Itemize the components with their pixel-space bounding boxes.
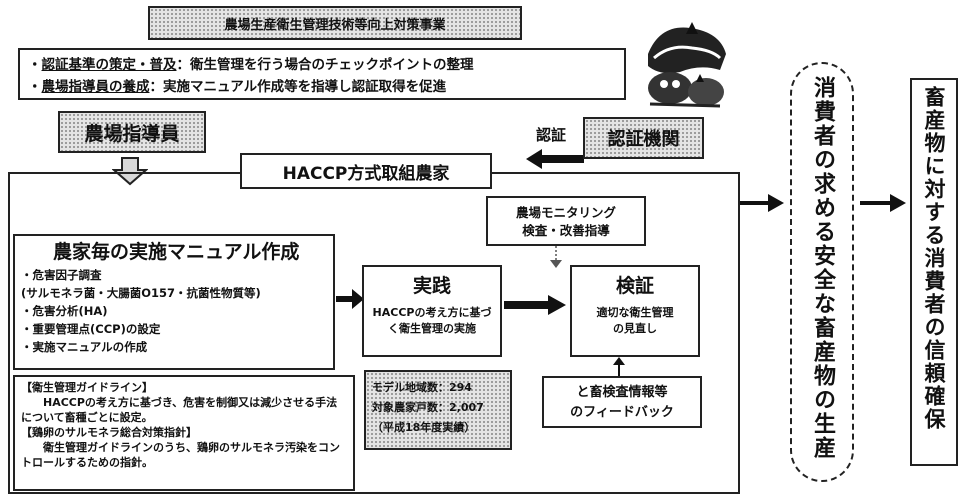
certification-label: 認証 [536,126,567,144]
list-item: ・危害分析(HA) [21,304,108,318]
feedback-line-1: と畜検査情報等 [576,385,668,400]
cattle-pig-chicken-illustration [640,14,732,114]
manual-item-list: ・危害因子調査 (サルモネラ菌・大腸菌O157・抗菌性物質等) ・危害分析(HA… [21,266,327,356]
bullet: ・ [28,57,42,73]
project-title: 農場生産衛生管理技術等向上対策事業 [148,6,522,40]
objective-line-1: ・認証基準の策定・普及：衛生管理を行う場合のチェックポイントの整理 [28,54,616,76]
list-item: ・重要管理点(CCP)の設定 [21,322,161,336]
verification-line-1: 適切な衛生管理 [596,306,674,319]
list-item: (サルモネラ菌・大腸菌O157・抗菌性物質等) [21,286,261,300]
project-title-text: 農場生産衛生管理技術等向上対策事業 [224,17,446,33]
arrow-right-icon [504,295,566,315]
haccp-farm-header: HACCP方式取組農家 [240,153,492,189]
model-area-count: モデル地域数：294 [372,381,472,394]
fiscal-year-note: （平成18年度実績） [372,421,476,434]
objectives-box: ・認証基準の策定・普及：衛生管理を行う場合のチェックポイントの整理 ・農場指導員… [18,48,626,100]
list-item: ・危害因子調査 [21,268,102,282]
consumer-trust-text: 畜産物に対する消費者の信頼確保 [922,86,946,431]
verification-box: 検証 適切な衛生管理 の見直し [570,265,700,357]
haccp-farm-title: HACCP方式取組農家 [282,163,450,184]
consumer-safety-oval [790,62,854,482]
consumer-trust-box [910,78,958,466]
verification-description: 適切な衛生管理 の見直し [572,305,698,337]
objective-2-key: 農場指導員の養成 [41,79,150,95]
guidelines-box: 【衛生管理ガイドライン】 HACCPの考え方に基づき、危害を制御又は減少させる手… [13,375,355,491]
hygiene-guideline-text: HACCPの考え方に基づき、危害を制御又は減少させる手法について畜種ごとに設定。 [21,396,338,424]
feedback-box: と畜検査情報等 のフィードバック [542,376,702,428]
statistics-box: モデル地域数：294 対象農家戸数：2,007 （平成18年度実績） [364,370,512,450]
monitoring-line-1: 農場モニタリング [515,205,616,220]
objective-1-key: 認証基準の策定・普及 [41,57,177,73]
verification-line-2: の見直し [613,322,657,335]
objective-line-2: ・農場指導員の養成：実施マニュアル作成等を指導し認証取得を促進 [28,76,616,98]
farm-instructor-box: 農場指導員 [58,111,206,153]
salmonella-guideline-text: 衛生管理ガイドラインのうち、鶏卵のサルモネラ汚染をコントロールするための指針。 [21,441,340,469]
target-farm-count: 対象農家戸数：2,007 [372,401,484,414]
list-item: ・実施マニュアルの作成 [21,340,148,354]
salmonella-guideline-heading: 【鶏卵のサルモネラ総合対策指針】 [21,426,197,439]
arrow-right-icon [336,289,364,309]
farm-instructor-label: 農場指導員 [84,122,180,145]
consumer-safety-text: 消費者の求める安全な畜産物の生産 [810,76,835,460]
certification-body-label: 認証機関 [607,129,680,150]
arrow-left-icon [526,149,584,169]
bullet: ・ [28,79,42,95]
feedback-line-2: のフィードバック [570,405,674,420]
monitoring-box: 農場モニタリング 検査・改善指導 [486,196,646,246]
monitoring-line-2: 検査・改善指導 [522,223,610,238]
objective-1-desc: ：衛生管理を行う場合のチェックポイントの整理 [176,57,474,73]
arrow-right-icon [860,194,906,212]
arrow-right-icon [740,194,784,212]
practice-box: 実践 HACCPの考え方に基づく衛生管理の実施 [362,265,502,357]
arrow-up-icon [613,357,625,377]
objective-2-desc: ：実施マニュアル作成等を指導し認証取得を促進 [149,79,447,95]
arrow-down-icon [550,246,562,268]
hygiene-guideline-heading: 【衛生管理ガイドライン】 [21,381,153,394]
certification-body-box: 認証機関 [583,117,704,159]
manual-creation-title: 農家毎の実施マニュアル作成 [53,241,300,263]
practice-title: 実践 [412,275,451,297]
verification-title: 検証 [615,275,654,297]
manual-creation-box: 農家毎の実施マニュアル作成 ・危害因子調査 (サルモネラ菌・大腸菌O157・抗菌… [13,234,335,370]
arrow-down-icon [112,157,148,186]
practice-description: HACCPの考え方に基づく衛生管理の実施 [372,306,492,335]
